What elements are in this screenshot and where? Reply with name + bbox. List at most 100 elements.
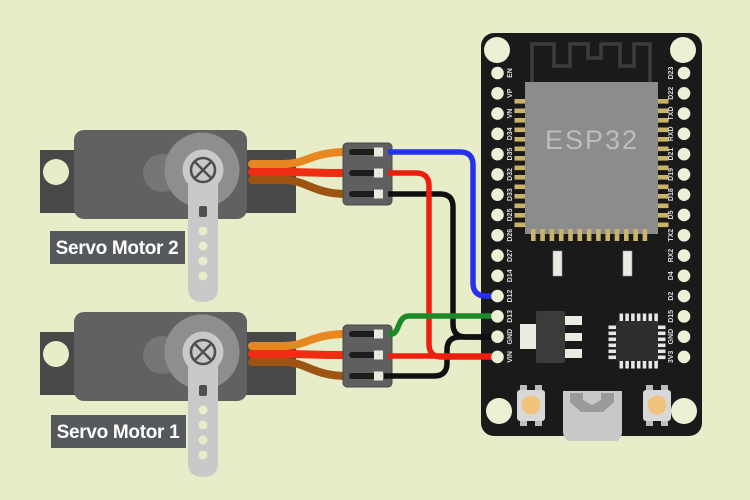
regulator-body [536,311,565,363]
module-pad [642,229,648,241]
pin-label-d5: D5 [668,210,675,219]
pin-hole-rx2 [677,249,691,262]
horn-slot [199,385,207,396]
module-pad [658,175,669,180]
servo2-lead-signal [248,148,350,168]
mount-hole-left [43,341,69,367]
connector-slot [349,373,379,379]
pin-hole-d23 [677,66,691,80]
qfp-pin [608,355,618,360]
pin-hole-d4 [677,269,691,283]
label-text: Servo Motor 1 [57,422,181,443]
connector-slot [349,170,379,176]
pin-hole-vin [491,350,504,364]
esp32-board: ESP32 [481,33,702,441]
pin-hole-d22 [677,86,691,100]
module-pad [658,213,669,218]
module-pad [605,229,610,241]
usb-uart-chip [608,313,666,369]
qfp-pin [625,313,629,323]
pin-hole-d26 [491,228,504,242]
horn-hole [198,271,208,281]
pin-label-d15: D15 [668,310,675,323]
module-pad [514,194,525,199]
servo1-lead-power [248,350,350,359]
pin-label-vp: VP [507,88,514,98]
module-pad [658,108,669,114]
qfp-pin [656,331,666,336]
pin-hole-d21 [677,147,691,161]
pin-label-d23: D23 [668,66,675,79]
qfp-pin [654,313,658,323]
qfp-body [616,321,658,361]
connector-pin [374,329,383,339]
module-pad [514,213,525,218]
servo1-lead-ground [248,358,350,380]
pin-hole-d18 [677,188,691,201]
module-pad [514,108,525,114]
qfp-pin [608,325,618,330]
pin-label-d18: D18 [668,188,675,201]
servo-horn [188,170,218,302]
module-pad [531,229,536,241]
qfp-pin [608,349,618,354]
button-leg [646,420,653,426]
module-pad [514,184,525,190]
pin-label-3v3: 3V3 [668,351,675,364]
pin-label-tx2: TX2 [668,229,675,242]
module-pad [658,146,669,152]
wire-servo2-signal-d12 [388,149,496,299]
pin-label-rxd: RXD [668,126,675,141]
module-pad [514,146,525,152]
button-leg [520,420,527,426]
qfp-pin [636,313,641,323]
pin-label-gnd: GND [668,329,675,345]
module-pad [568,229,573,241]
pin-hole-vp [491,86,504,100]
pin-label-d19: D19 [668,168,675,181]
module-pad [658,203,669,209]
horn-hole [198,241,208,251]
pin-label-d33: D33 [507,188,514,201]
horn-hole [198,256,208,266]
usb-contact [570,393,614,412]
pin-label-d13: D13 [507,310,514,323]
qfp-pin [648,359,653,369]
pin-label-d12: D12 [507,290,514,303]
pin-hole-d25 [491,208,504,222]
module-pad [514,156,525,161]
board-pin-headers: ENVPVND34D35D32D33D25D26D27D14D12D13GNDV… [491,66,691,364]
qfp-pin [656,337,666,342]
qfp-pin [608,343,618,348]
pin-hole-txd [677,107,691,120]
connector-pin [374,189,383,199]
chip-label: ESP32 [545,125,639,155]
qfp-pin [656,343,666,348]
module-pad [614,229,620,241]
esp32-module [525,82,658,234]
horn-screw-x [194,343,212,361]
module-pad [658,137,669,142]
module-pad [658,156,669,161]
module-pad [558,229,564,241]
regulator-tab [520,324,537,349]
button-leg [535,420,542,426]
pin-hole-en [491,66,504,80]
module-pad [514,203,525,209]
pin-label-d35: D35 [507,148,514,161]
pin-label-d25: D25 [507,208,514,221]
connector-slot [349,331,379,337]
connector-pin [374,350,383,360]
module-pad [658,222,669,228]
button-right [643,385,671,426]
pin-label-d34: D34 [507,127,514,140]
button-leg [535,385,542,391]
qfp-pin [608,337,618,342]
connector-pin [374,371,383,381]
pin-hole-d34 [491,127,504,141]
qfp-pin [631,313,635,323]
button-cap [521,395,541,415]
servo1-connector [342,324,393,388]
capacitor [622,250,633,277]
horn-hole [198,420,208,430]
